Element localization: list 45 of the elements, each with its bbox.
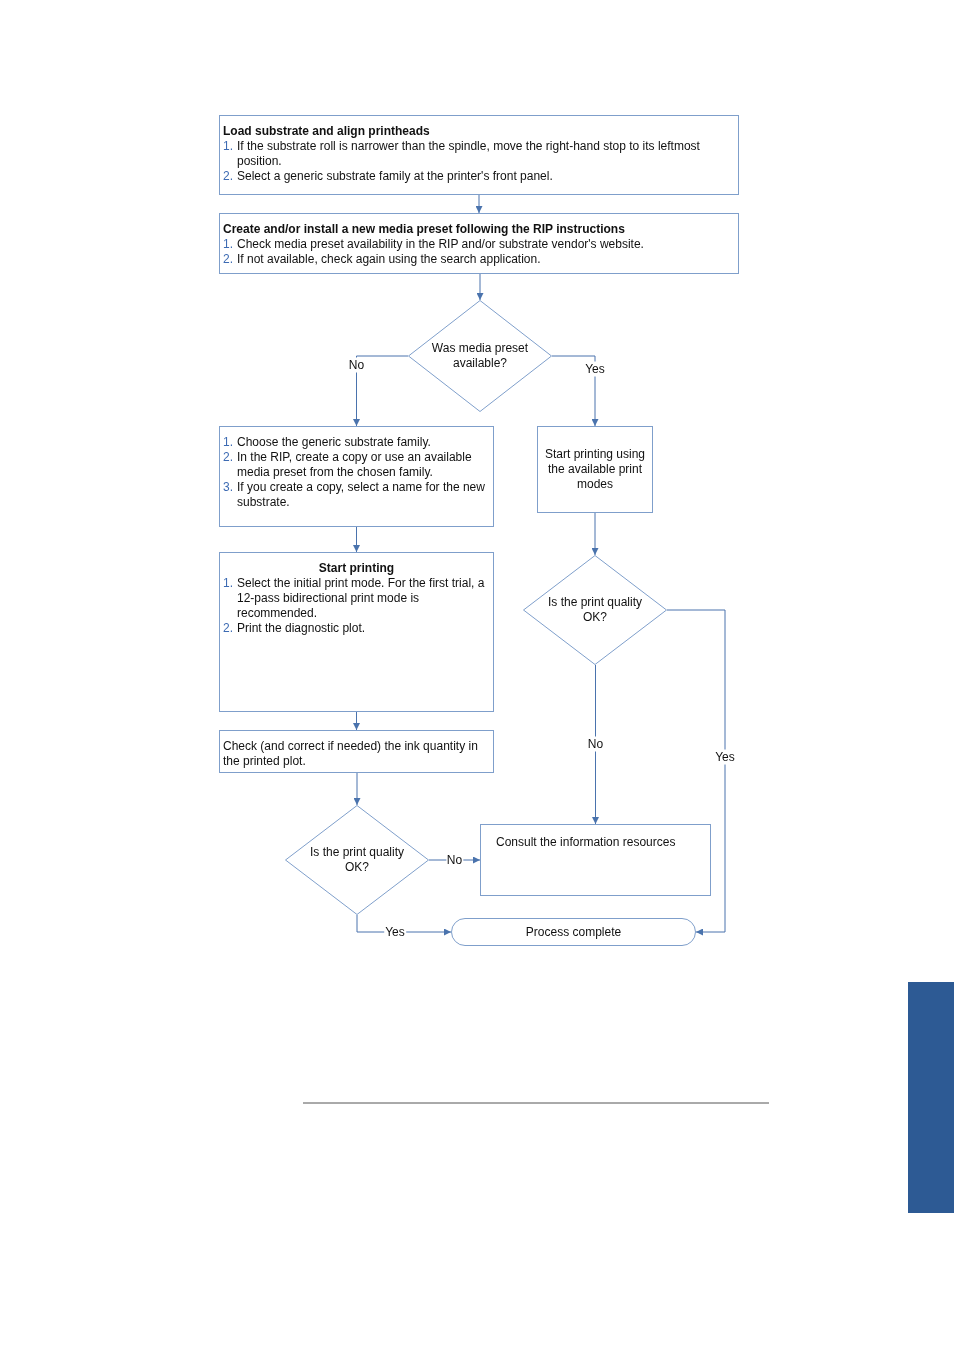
arrow xyxy=(353,526,360,553)
arrow xyxy=(353,772,361,806)
decision-text: Is the print quality OK? xyxy=(546,595,644,625)
box-text: Start printing using the available print modes xyxy=(543,447,647,492)
arrow xyxy=(592,664,599,825)
list-item: 3. If you create a copy, select a name for the new substrate. xyxy=(223,480,486,510)
arrow xyxy=(666,609,726,936)
decision-text: Is the print quality OK? xyxy=(308,845,406,875)
process-box xyxy=(537,426,653,513)
list-item: 2. If not available, check again using the search application. xyxy=(223,252,542,267)
box-heading: Start printing xyxy=(317,561,396,576)
list-item: 2. Select a generic substrate family at the printer's front panel. xyxy=(223,169,554,184)
arrow xyxy=(476,273,484,301)
decision-text: Was media preset available? xyxy=(430,341,530,371)
terminal-text: Process complete xyxy=(525,924,622,940)
box-text: Consult the information resources xyxy=(495,834,677,850)
side-tab xyxy=(908,982,954,1213)
edge-label: No xyxy=(586,736,605,752)
process-box xyxy=(219,115,739,195)
arrow xyxy=(475,194,483,214)
edge-label: Yes xyxy=(584,361,606,377)
list-item: 1. If the substrate roll is narrower than the spindle, move the right-hand stop to its leftmost position. xyxy=(223,139,701,169)
box-heading: Create and/or install a new media preset following the RIP instructions xyxy=(223,222,626,237)
list-item: 1. Select the initial print mode. For the first trial, a 12-pass bidirectional print mode is recommended. xyxy=(223,576,486,621)
terminal-pill xyxy=(451,918,696,946)
list-item: 2. Print the diagnostic plot. xyxy=(223,621,367,636)
edge-label: Yes xyxy=(714,749,736,765)
process-box xyxy=(219,426,494,527)
arrow xyxy=(591,512,599,556)
box-text: Check (and correct if needed) the ink quantity in the printed plot. xyxy=(223,739,479,769)
box-heading: Load substrate and align printheads xyxy=(223,124,431,139)
arrow xyxy=(551,355,599,427)
process-box xyxy=(480,824,711,896)
process-box xyxy=(219,213,739,274)
decision-diamond xyxy=(523,555,667,665)
list-item: 1. Choose the generic substrate family. xyxy=(223,435,432,450)
decision-diamond xyxy=(408,300,552,412)
arrow xyxy=(353,711,360,731)
list-item: 2. In the RIP, create a copy or use an available media preset from the chosen family. xyxy=(223,450,473,480)
list-item: 1. Check media preset availability in the RIP and/or substrate vendor's website. xyxy=(223,237,645,252)
edge-label: No xyxy=(347,357,366,373)
process-box xyxy=(219,730,494,773)
process-box xyxy=(219,552,494,712)
decision-diamond xyxy=(285,805,429,915)
arrow xyxy=(353,355,409,427)
